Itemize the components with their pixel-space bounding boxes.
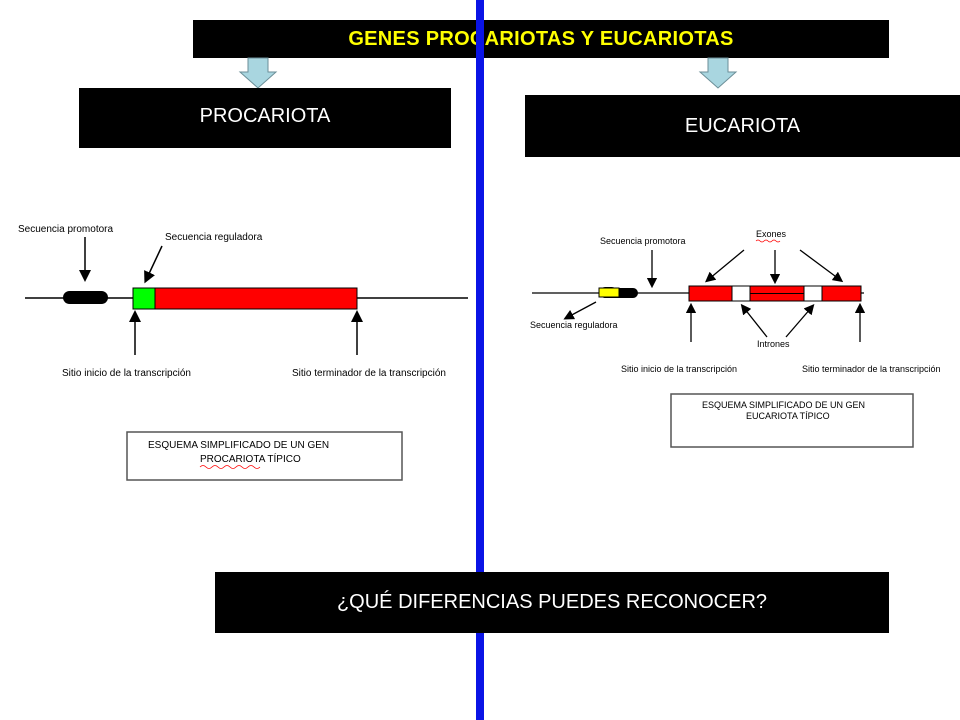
down-arrow-icon-right [698,57,738,89]
prok-regulator-arrow [144,245,163,284]
euk-regulator-label: Secuencia reguladora [530,320,618,330]
prok-promoter-block [63,291,108,304]
prokaryote-gene-diagram: Secuencia promotora Secuencia reguladora… [18,224,468,481]
euk-caption-box [670,393,914,448]
down-arrow-icon-left [238,57,278,89]
prok-caption-line1: ESQUEMA SIMPLIFICADO DE UN GEN [148,440,329,451]
euk-caption-line2: EUCARIOTA TÍPICO [746,411,830,421]
euk-spellcheck-underline [755,239,781,243]
header-arrows [238,57,738,89]
euk-regulator-block [598,287,620,298]
euk-intron-arrow-1 [740,303,768,338]
prok-caption-box [126,431,403,481]
euk-caption-line1: ESQUEMA SIMPLIFICADO DE UN GEN [702,400,865,410]
vertical-divider [476,0,484,720]
euk-regulator-arrow [563,301,597,320]
euk-exon-arrow-3 [799,249,844,283]
prok-regulator-label: Secuencia reguladora [165,232,263,243]
slide-title: GENES PROCARIOTAS Y EUCARIOTAS [193,20,889,58]
euk-start-label: Sitio inicio de la transcripción [621,364,737,374]
euk-intron-1 [731,285,751,302]
euk-terminator-label: Sitio terminador de la transcripción [802,364,941,374]
euk-promoter-label: Secuencia promotora [600,236,686,246]
eukaryote-gene-diagram: Secuencia promotora Exones Secuencia reg… [530,229,941,448]
euk-introns-label: Intrones [757,339,790,349]
eukaryote-header: EUCARIOTA [525,95,960,157]
prok-start-label: Sitio inicio de la transcripción [62,368,191,379]
euk-intron-arrow-2 [785,304,815,338]
prok-terminator-label: Sitio terminador de la transcripción [292,368,446,379]
prok-regulator-block [132,287,156,310]
euk-exon-arrow-1 [704,249,745,283]
prok-gene-block [154,287,358,310]
prok-caption-line2: PROCARIOTA TÍPICO [200,452,301,465]
euk-intron-2 [803,285,823,302]
euk-exons-label: Exones [756,229,787,239]
prok-spellcheck-underline [199,465,261,469]
prok-promoter-label: Secuencia promotora [18,224,113,235]
prokaryote-header: PROCARIOTA [79,88,451,148]
question-box: ¿QUÉ DIFERENCIAS PUEDES RECONOCER? [215,572,889,633]
